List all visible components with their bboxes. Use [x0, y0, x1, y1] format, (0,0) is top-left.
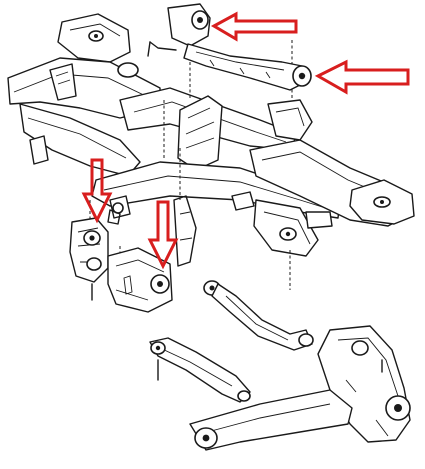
marker-arrows — [81, 11, 410, 270]
marker-arrow-trailing-bracket — [81, 158, 113, 224]
lower-control-arm — [149, 337, 251, 403]
rear-knuckle — [189, 325, 411, 451]
upper-control-link — [167, 3, 312, 91]
marker-arrow-upper-link-rear — [314, 59, 410, 95]
rear-subframe — [7, 13, 415, 257]
marker-arrow-upper-link-front — [210, 11, 298, 42]
marker-arrow-mount-bracket — [147, 200, 179, 270]
mount-bracket — [107, 195, 197, 313]
toe-link — [203, 280, 314, 351]
